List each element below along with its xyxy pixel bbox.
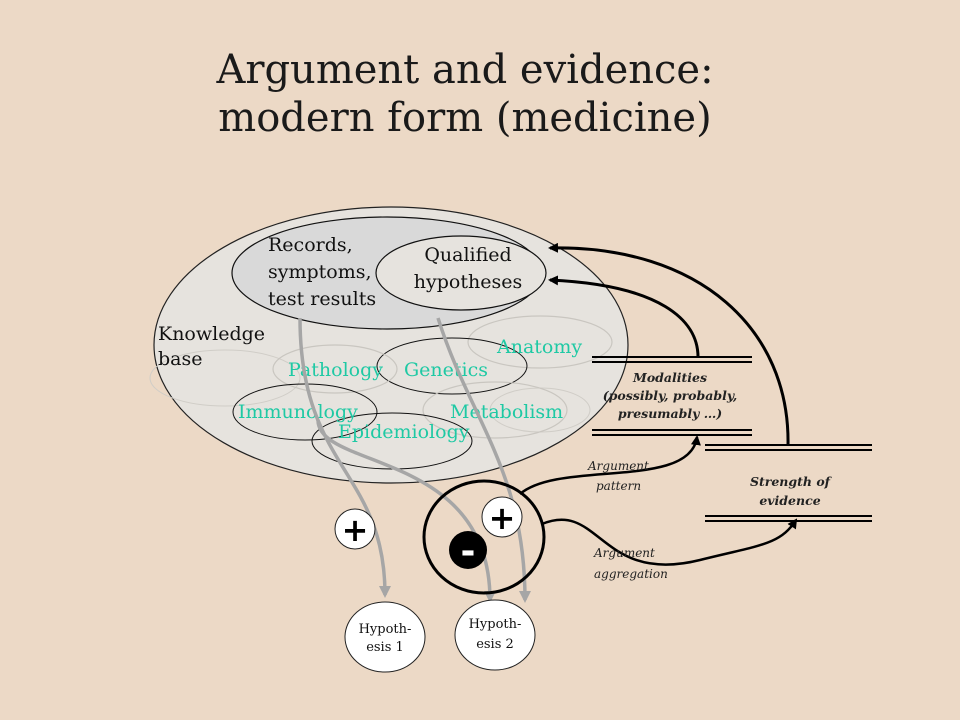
strength-line-1: Strength of: [750, 474, 833, 489]
argument-pattern-arrow: [519, 435, 701, 495]
qualified-label-2: hypotheses: [414, 271, 522, 293]
metabolism-ellipse: [422, 381, 568, 439]
domain-metabolism: Metabolism: [450, 401, 563, 423]
faint-ellipse-left: [149, 349, 301, 407]
gray-arrow-records-to-hypothesis-2: [436, 317, 531, 603]
argument-pattern-line-1: Argument: [587, 459, 649, 473]
argument-aggregation-line-1: Argument: [593, 546, 655, 560]
domain-genetics: Genetics: [404, 359, 488, 381]
title-line-1: Argument and evidence:: [216, 47, 714, 93]
qualified-hypotheses-ellipse: [375, 235, 547, 311]
domain-epidemiology: Epidemiology: [338, 421, 470, 443]
hypothesis-1-circle: [344, 601, 426, 673]
hypothesis-2-line-1: Hypoth-: [469, 617, 522, 632]
plus-right-sign: +: [489, 499, 516, 537]
arrow-modalities-to-qualified: [548, 275, 700, 358]
argument-pattern-line-2: pattern: [596, 479, 641, 493]
modalities-line-2: (possibly, probably,: [603, 388, 738, 403]
aggregation-oval: [422, 479, 546, 595]
records-label-1: Records,: [268, 234, 353, 256]
argument-aggregation-line-2: aggregation: [594, 567, 668, 581]
domain-pathology: Pathology: [288, 359, 383, 381]
title-line-2: modern form (medicine): [218, 95, 712, 141]
slide-title: Argument and evidence: modern form (medi…: [0, 46, 930, 142]
strength-bars: [705, 444, 872, 522]
modalities-line-3: presumably …): [618, 406, 722, 421]
plus-left-sign: +: [342, 511, 369, 549]
knowledge-base-label-2: base: [158, 348, 203, 370]
domain-anatomy: Anatomy: [496, 336, 582, 358]
plus-left-circle: [334, 508, 376, 550]
modalities-line-1: Modalities: [632, 370, 707, 385]
qualified-label-1: Qualified: [424, 244, 511, 266]
anatomy-ellipse: [467, 315, 613, 369]
minus-circle: [449, 531, 487, 569]
gray-arrow-to-hypothesis-1: [298, 317, 391, 598]
genetics-ellipse: [376, 337, 528, 395]
arrow-strength-to-qualified: [548, 242, 790, 446]
minus-sign: -: [461, 531, 476, 572]
strength-line-2: evidence: [759, 493, 820, 508]
pathology-ellipse: [272, 344, 398, 394]
hypothesis-2-circle: [454, 599, 536, 671]
knowledge-base-label-1: Knowledge: [158, 323, 265, 345]
domain-immunology: Immunology: [238, 401, 358, 423]
hypothesis-1-line-1: Hypoth-: [359, 622, 412, 637]
records-label-2: symptoms,: [268, 261, 372, 283]
modalities-bars: [592, 356, 752, 436]
argument-aggregation-arrow: [541, 518, 798, 566]
plus-right-circle: [481, 496, 523, 538]
records-label-3: test results: [268, 288, 376, 310]
hypothesis-2-line-2: esis 2: [476, 637, 514, 652]
hypothesis-1-line-2: esis 1: [366, 640, 404, 655]
